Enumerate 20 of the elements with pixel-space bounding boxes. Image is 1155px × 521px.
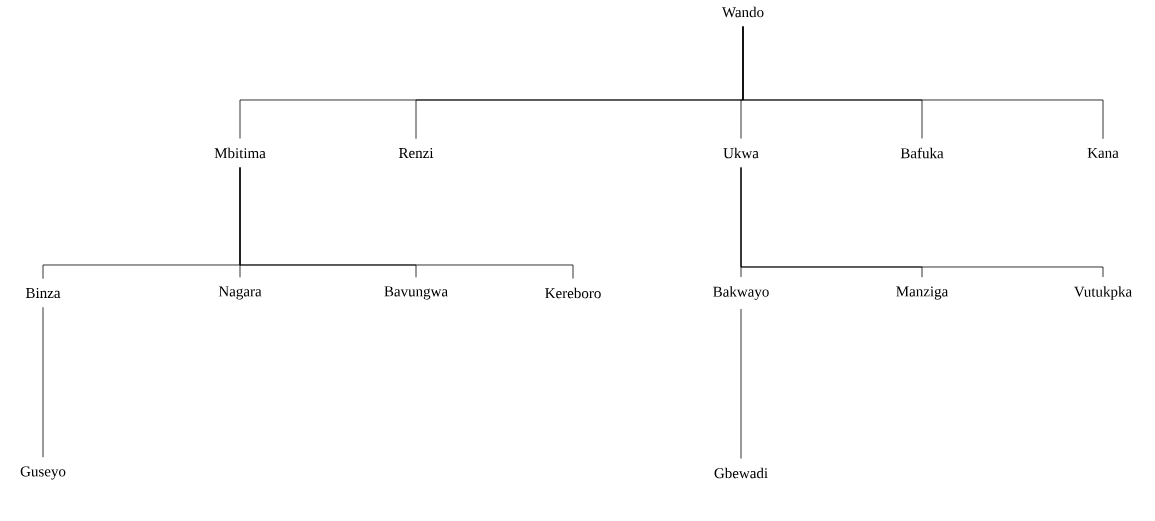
- name-label: Nagara: [218, 286, 262, 300]
- name-label: Mbitima: [214, 147, 266, 159]
- name-label: Ukwa: [723, 147, 759, 159]
- tree-line: [740, 167, 1104, 278]
- name-label: Wando: [721, 6, 764, 18]
- name-label: Manziga: [896, 286, 949, 300]
- name-label: Bafuka: [900, 147, 944, 159]
- tree-line: [42, 306, 44, 458]
- name-label: Bakwayo: [713, 286, 769, 300]
- name-label: Kereboro: [545, 287, 601, 299]
- tree-line: [742, 26, 1104, 140]
- name-label: Gbewadi: [714, 467, 768, 479]
- tree-line: [239, 167, 574, 279]
- name-label: Guseyo: [20, 466, 66, 480]
- name-label: Kana: [1087, 148, 1119, 158]
- name-label: Binza: [25, 287, 61, 298]
- name-label: Vutukpka: [1074, 286, 1132, 300]
- tree-line: [740, 308, 742, 459]
- name-label: Renzi: [398, 147, 434, 158]
- name-label: Bavungwa: [384, 286, 448, 300]
